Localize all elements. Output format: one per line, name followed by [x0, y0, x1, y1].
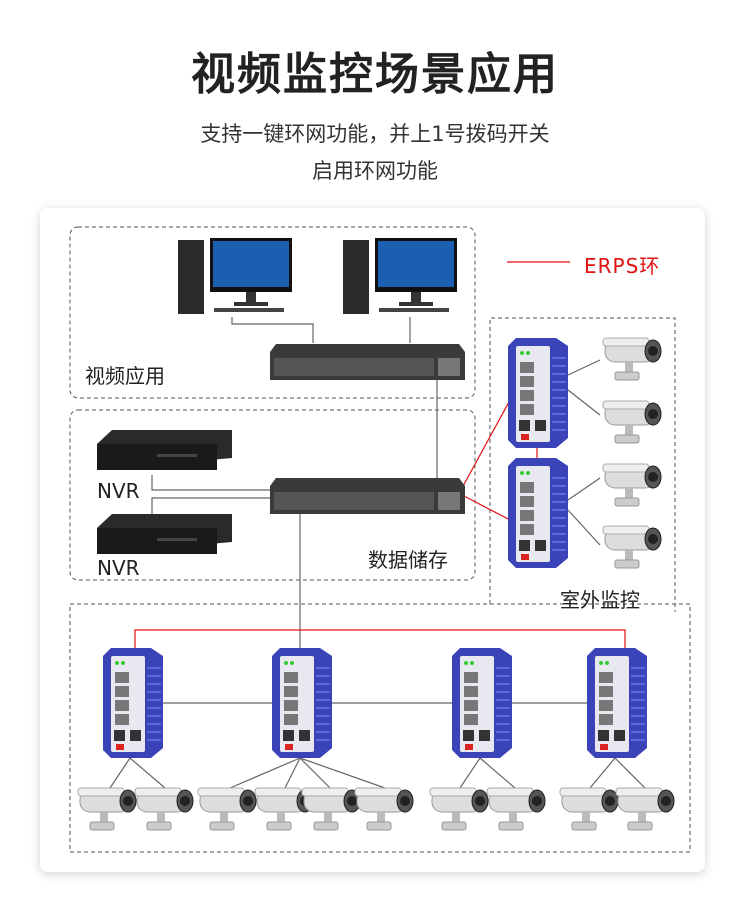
camera [602, 400, 662, 444]
camera [77, 787, 137, 831]
industrial-switch [451, 647, 513, 759]
storage-box [69, 409, 476, 581]
nvr-2-label: NVR [97, 556, 140, 580]
cables [109, 317, 646, 789]
outdoor-box [489, 317, 676, 612]
storage-label: 数据储存 [368, 548, 448, 572]
subtitle-line-2: 启用环网功能 [312, 159, 438, 183]
nvr-1 [97, 430, 232, 470]
pc-2 [343, 238, 457, 314]
erps-ring-lines [134, 261, 626, 648]
page-title: 视频监控场景应用 [191, 49, 559, 100]
camera [301, 787, 361, 831]
camera [615, 787, 675, 831]
ip-camera-box [69, 603, 691, 853]
core-switch-1 [270, 344, 465, 380]
camera [197, 787, 257, 831]
camera [486, 787, 546, 831]
industrial-switch [507, 337, 569, 449]
industrial-switch [586, 647, 648, 759]
industrial-switch [271, 647, 333, 759]
subtitle-line-1: 支持一键环网功能，并上1号拨码开关 [200, 122, 550, 146]
industrial-switch [102, 647, 164, 759]
erps-legend-label: ERPS环 [584, 254, 661, 278]
camera [602, 337, 662, 381]
camera [134, 787, 194, 831]
camera [602, 525, 662, 569]
outdoor-label: 室外监控 [560, 588, 640, 612]
nvr-1-label: NVR [97, 479, 140, 503]
video-app-box [69, 226, 476, 399]
group-boxes [69, 226, 691, 853]
nvr-2 [97, 514, 232, 554]
pc-1 [178, 238, 292, 314]
core-switch-2 [270, 478, 465, 514]
camera [602, 463, 662, 507]
camera [559, 787, 619, 831]
video-app-label: 视频应用 [85, 364, 165, 388]
camera [429, 787, 489, 831]
camera [354, 787, 414, 831]
industrial-switch [507, 457, 569, 569]
